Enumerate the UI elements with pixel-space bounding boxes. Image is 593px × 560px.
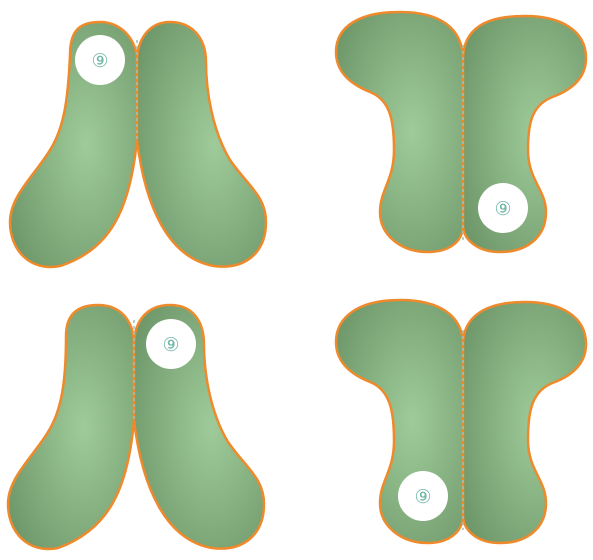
badge-glyph: ⑨: [494, 198, 511, 220]
chromosome-piece-1[interactable]: ⑨: [10, 22, 266, 267]
badge-glyph: ⑨: [91, 50, 108, 72]
left-arm: [8, 305, 134, 549]
badge[interactable]: ⑨: [398, 471, 448, 521]
badge-glyph: ⑨: [162, 334, 179, 356]
chromosome-piece-2[interactable]: ⑨: [336, 12, 586, 252]
chromosome-piece-4[interactable]: ⑨: [336, 300, 586, 543]
right-arm: [137, 22, 266, 267]
badge-glyph: ⑨: [414, 486, 431, 508]
right-arm: [463, 302, 586, 543]
left-arm: [336, 12, 463, 252]
badge[interactable]: ⑨: [75, 35, 125, 85]
chromosome-piece-3[interactable]: ⑨: [8, 305, 264, 549]
badge[interactable]: ⑨: [478, 183, 528, 233]
badge[interactable]: ⑨: [146, 319, 196, 369]
